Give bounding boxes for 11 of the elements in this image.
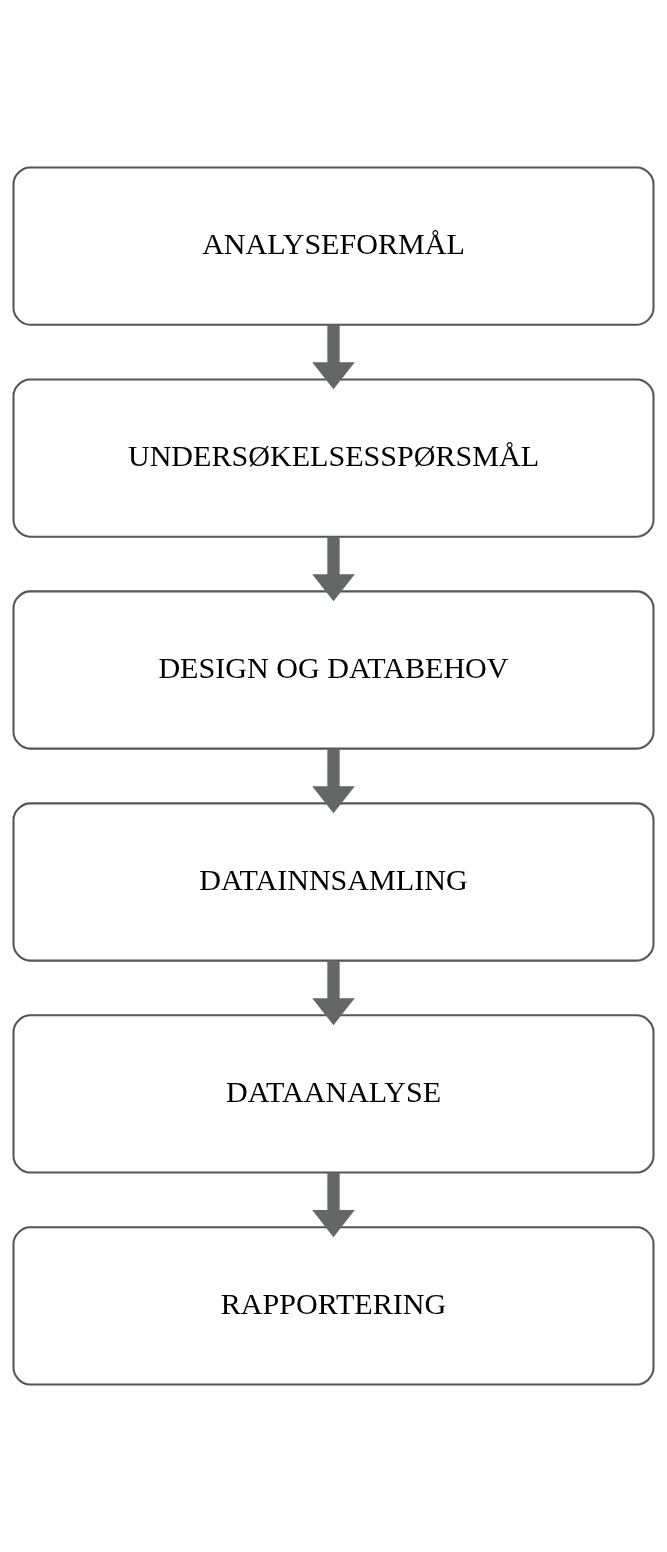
arrow [312, 324, 355, 390]
arrow [312, 1172, 355, 1238]
arrow [312, 748, 355, 814]
arrow [312, 960, 355, 1026]
node-box: RAPPORTERING [12, 1226, 655, 1386]
node-box: DATAINNSAMLING [12, 802, 655, 962]
node-box: ANALYSEFORMÅL [12, 166, 655, 326]
node-box: UNDERSØKELSESSPØRSMÅL [12, 378, 655, 538]
node-box: DESIGN OG DATABEHOV [12, 590, 655, 750]
node-box: DATAANALYSE [12, 1014, 655, 1174]
arrow [312, 536, 355, 602]
